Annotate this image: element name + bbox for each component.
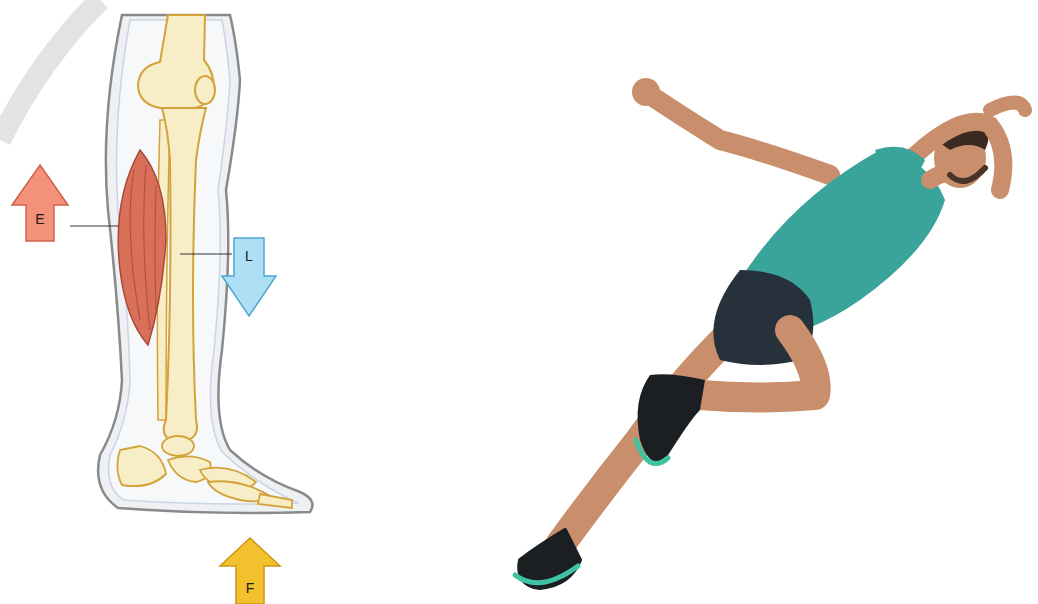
arrow-letter: F <box>218 580 282 596</box>
calf-muscle <box>118 150 166 345</box>
arrow-letter: L <box>220 248 278 264</box>
arrow-shape <box>10 163 70 243</box>
kneecap <box>195 76 215 104</box>
leader-line <box>180 253 232 254</box>
effort-arrow: E <box>10 163 70 243</box>
load-arrow: L <box>220 236 278 318</box>
fulcrum-arrow: F <box>218 536 282 604</box>
foot-bones <box>117 436 292 508</box>
leg-inner <box>109 20 298 504</box>
arrow-letter: E <box>10 211 70 227</box>
background-arc <box>0 0 100 140</box>
leader-line <box>70 225 118 226</box>
arrow-outline <box>12 165 68 241</box>
leg-outline <box>98 15 312 513</box>
femur-bone <box>138 15 214 108</box>
tibia-bone <box>162 108 206 440</box>
